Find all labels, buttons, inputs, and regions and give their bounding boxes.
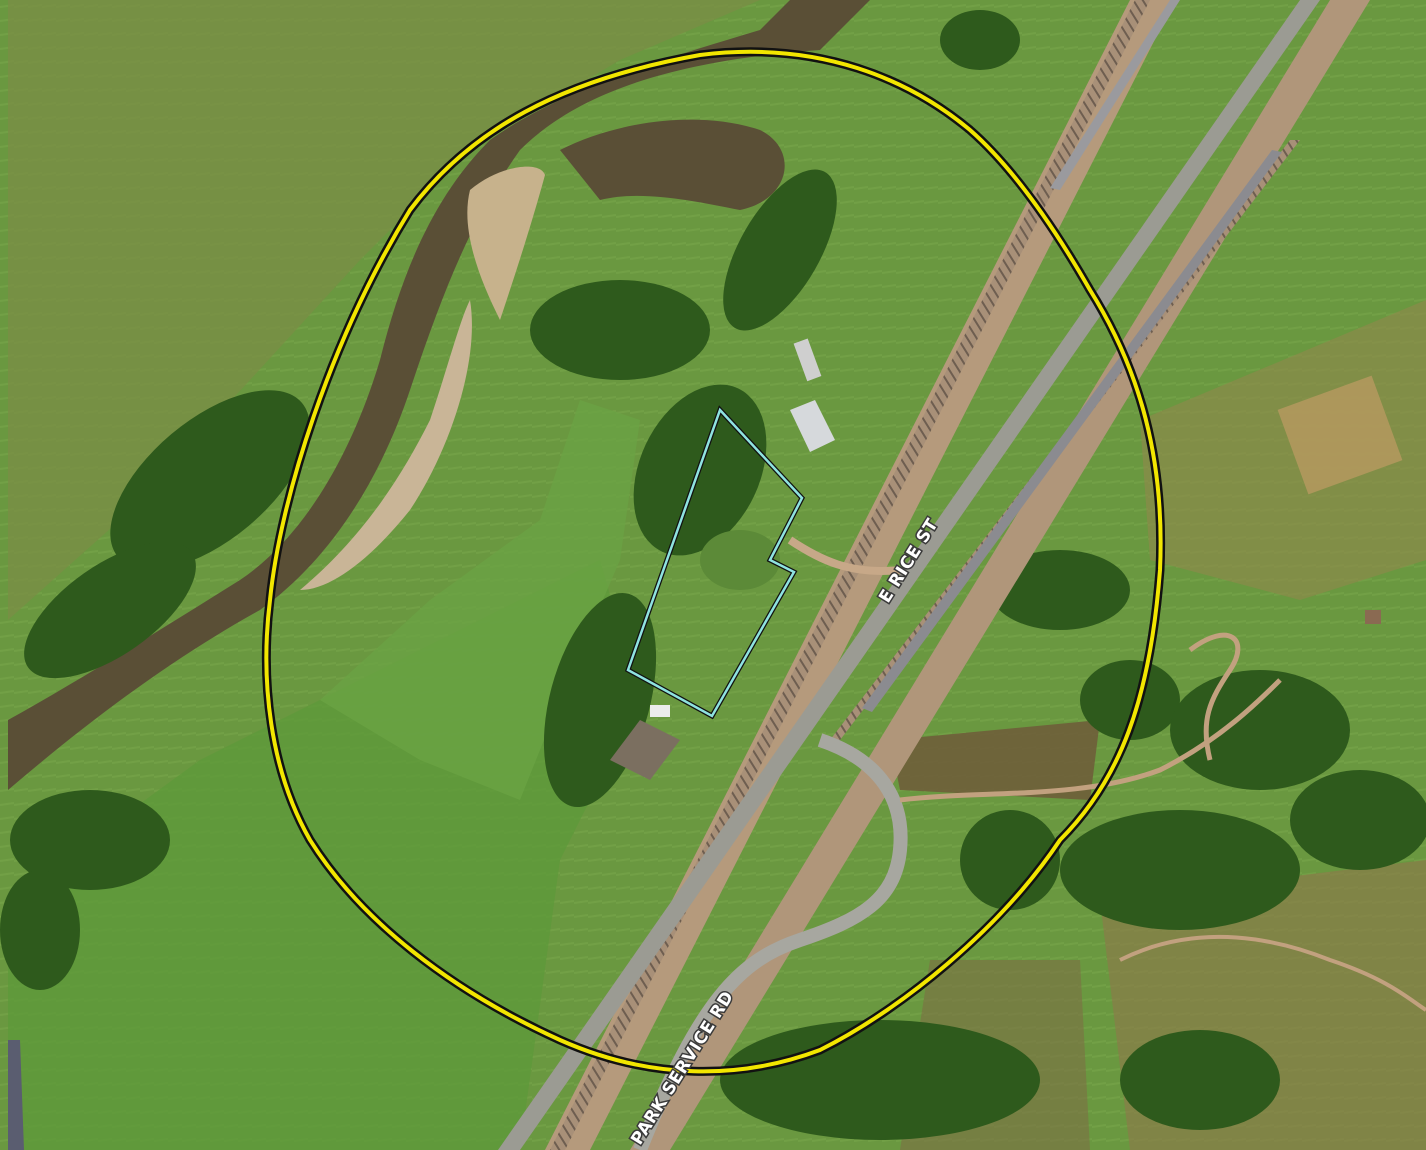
freight-train-north (1050, 0, 1180, 190)
trees-park-north (1170, 670, 1350, 790)
park-trail-north (899, 678, 1282, 803)
river-backwater (560, 119, 785, 210)
park-shelter (1365, 610, 1381, 624)
trees-park-east (1290, 770, 1426, 870)
sandbar-bend (300, 300, 472, 590)
trees-north-bank (723, 169, 837, 331)
park-service-rd (633, 733, 908, 1150)
river-layer (8, 0, 870, 1150)
trees-east-cluster (1080, 660, 1180, 740)
parcel-outline[interactable] (626, 407, 804, 718)
trees-west-bank-lower (24, 541, 196, 679)
sandbar-north (467, 166, 545, 320)
upper-left-meadow (8, 0, 760, 620)
trees-park-central (1060, 810, 1300, 930)
trees-northeast (940, 10, 1020, 70)
trees-far-southwest (0, 870, 80, 990)
trees-park-west (960, 810, 1060, 910)
east-dry-field (1140, 300, 1426, 600)
metal-building (790, 400, 835, 452)
trees-south (720, 1020, 1040, 1140)
trees-southeast (1120, 1030, 1280, 1130)
transport-layer (498, 0, 1426, 1150)
buffer-outline[interactable] (264, 49, 1163, 1074)
trees-east-rice (990, 550, 1130, 630)
park-trail-south (1119, 934, 1426, 1012)
parked-trailers (793, 338, 822, 382)
park-trail-loop (1188, 632, 1241, 761)
trees-west-bank (110, 390, 310, 570)
river-main-channel (8, 0, 870, 790)
vehicle-lot (650, 705, 670, 717)
structures (610, 338, 1381, 780)
bare-soil-patch (890, 720, 1100, 800)
water-edge-southwest (8, 1040, 24, 1150)
east-plot (1277, 375, 1403, 495)
buffer-ring (261, 47, 1166, 1076)
e-rice-st-road (498, 0, 1320, 1150)
trees-southwest (10, 790, 170, 890)
freight-train (862, 150, 1282, 712)
shop-building (610, 720, 680, 780)
dirt-track-crossing (787, 536, 901, 575)
trees-island (530, 280, 710, 380)
parcel-clearing (700, 530, 780, 590)
